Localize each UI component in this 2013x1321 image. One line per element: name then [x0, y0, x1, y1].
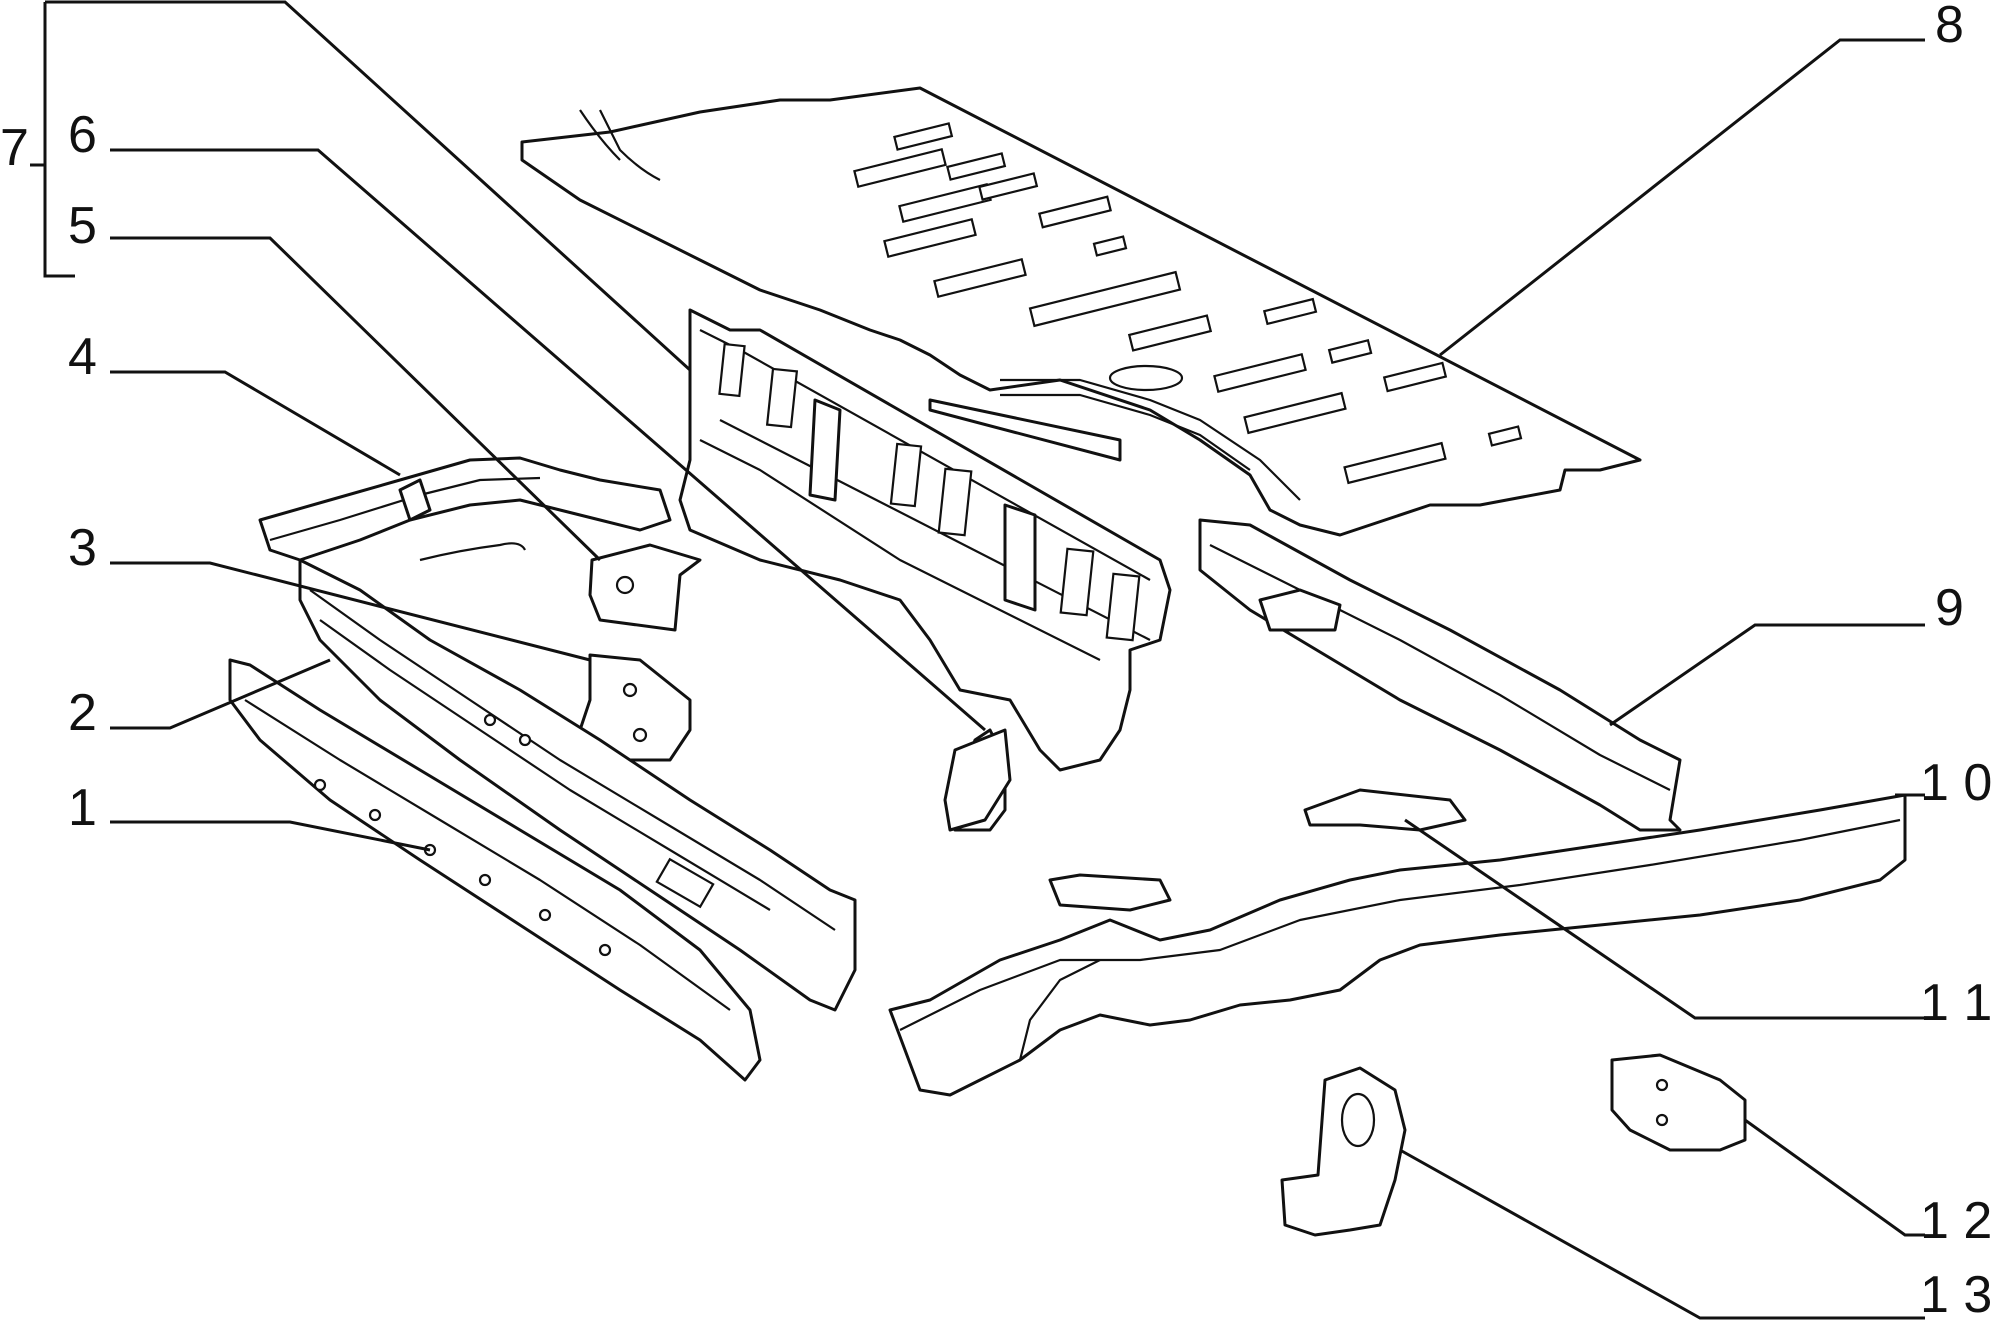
part-12-block [1610, 1053, 1747, 1152]
callout-6: 6 [68, 106, 97, 164]
part-2-side-rail [298, 558, 857, 1012]
leader-7 [45, 0, 692, 372]
callout-10: 1 0 [1920, 754, 1992, 812]
leader-lines [30, 0, 1925, 1320]
callout-1: 1 [68, 779, 97, 837]
callout-12: 1 2 [1920, 1192, 1992, 1250]
callout-13: 1 3 [1920, 1266, 1992, 1321]
leader-4 [110, 370, 401, 477]
callout-2: 2 [68, 684, 97, 742]
part-4-upper-rail [258, 456, 672, 562]
leader-5 [110, 236, 602, 562]
part-10-frame-rail [888, 793, 1907, 1097]
callout-5: 5 [68, 197, 97, 255]
leader-13 [1399, 1148, 1925, 1320]
callout-8: 8 [1935, 0, 1964, 54]
part-13-bracket [1280, 1066, 1407, 1237]
leader-8 [1439, 38, 1925, 357]
part-3-bracket [578, 653, 692, 762]
leader-9 [1609, 623, 1925, 727]
leader-1 [110, 820, 431, 852]
callout-9: 9 [1935, 579, 1964, 637]
part-1-sill-rail [228, 658, 762, 1082]
callout-11: 1 1 [1920, 974, 1992, 1032]
leader-11 [1404, 818, 1925, 1020]
part-8-floor-panel [520, 86, 1642, 537]
callout-7: 7 [0, 119, 29, 177]
callout-3: 3 [68, 519, 97, 577]
callout-4: 4 [68, 328, 97, 386]
part-5-bracket [588, 543, 702, 632]
leader-2 [110, 658, 331, 730]
leader-6 [110, 148, 986, 732]
leader-12 [1744, 1118, 1925, 1237]
leader-3 [110, 561, 591, 662]
part-9-right-rail [1198, 518, 1682, 832]
part-11-bracket [1303, 788, 1467, 832]
leader-7-bracket [43, 2, 75, 278]
part-6-bracket [943, 728, 1012, 832]
